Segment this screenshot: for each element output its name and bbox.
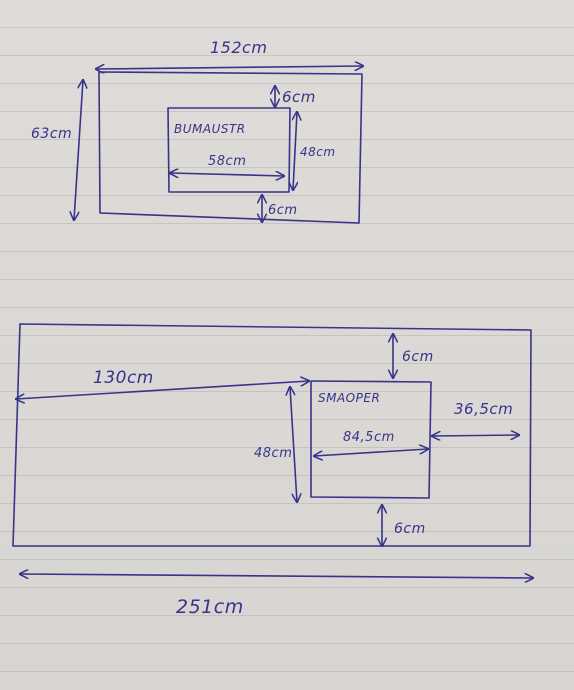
top-inner-height-arrow	[293, 112, 297, 190]
top-inner-width-arrow	[170, 173, 284, 176]
bottom-inner-height-arrow	[290, 387, 297, 502]
top-inner-label: BUMAUSTR	[174, 122, 246, 136]
top-overall-width-label: 152cm	[210, 38, 267, 57]
bottom-outer-frame	[12, 323, 532, 547]
top-gap-label: 6cm	[282, 88, 316, 106]
top-bottom-gap-label: 6cm	[268, 203, 298, 218]
top-overall-width-arrow	[96, 66, 363, 69]
bottom-inner-rectangle	[310, 380, 432, 499]
top-inner-height-label: 48cm	[300, 145, 336, 159]
bottom-inner-width-arrow	[314, 449, 428, 456]
top-inner-width-label: 58cm	[208, 154, 246, 169]
bottom-inner-height-label: 48cm	[254, 446, 292, 461]
bottom-overall-width-arrow	[20, 574, 533, 578]
bottom-right-distance-arrow	[432, 435, 519, 436]
bottom-inner-width-label: 84,5cm	[343, 430, 395, 445]
top-sketch: 152cm 63cm 6cm BUMAUSTR 58cm 48cm 6cm	[31, 38, 363, 224]
bottom-inner-label: SMAOPER	[318, 391, 380, 405]
top-overall-height-label: 63cm	[31, 126, 72, 142]
bottom-sketch: 130cm 6cm SMAOPER 84,5cm 48cm 36,5cm 6cm…	[12, 323, 533, 618]
bottom-overall-width-label: 251cm	[176, 596, 244, 618]
bottom-top-gap-label: 6cm	[402, 349, 434, 365]
bottom-right-distance-label: 36,5cm	[454, 400, 513, 418]
top-inner-rectangle	[167, 107, 291, 193]
bottom-left-distance-label: 130cm	[93, 368, 154, 388]
top-overall-height-arrow	[74, 80, 83, 220]
bottom-bottom-gap-label: 6cm	[394, 521, 426, 537]
bottom-left-distance-arrow	[16, 381, 309, 399]
